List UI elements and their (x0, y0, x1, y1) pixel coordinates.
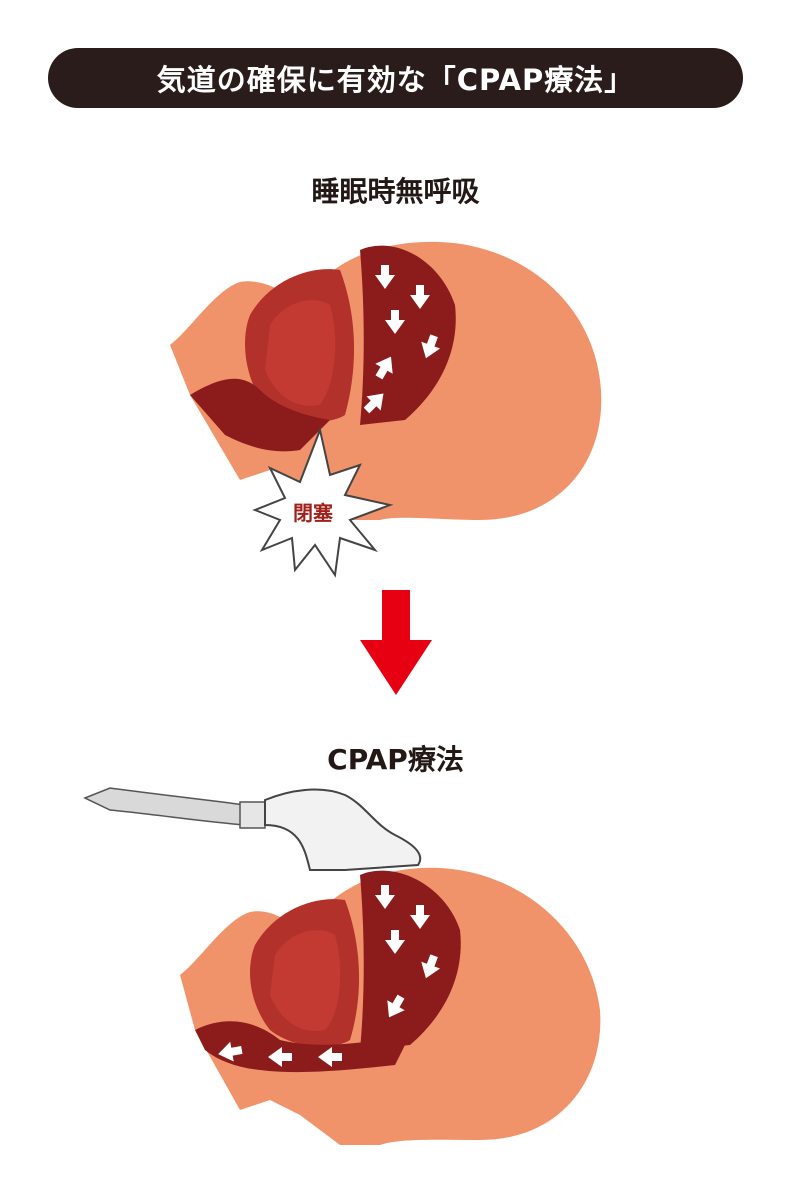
starburst-icon (252, 426, 394, 578)
page-title: 気道の確保に有効な「CPAP療法」 (156, 63, 635, 97)
blockage-label: 閉塞 (293, 501, 334, 525)
section-label-cpap: CPAP療法 (327, 743, 464, 776)
throat-tissue (360, 245, 456, 425)
title-banner: 気道の確保に有効な「CPAP療法」 (48, 48, 743, 108)
down-arrow-icon (360, 590, 432, 695)
cpap-hose (83, 787, 246, 826)
cpap-mask (264, 788, 422, 871)
section-label-apnea: 睡眠時無呼吸 (311, 175, 480, 208)
apnea-head-diagram: 閉塞 (170, 241, 602, 578)
airflow-arrow-icon (363, 265, 441, 414)
airflow-arrow-icon (218, 885, 441, 1067)
open-airway (195, 1021, 410, 1073)
throat-tissue (360, 870, 461, 1050)
cpap-head-diagram (83, 787, 601, 1145)
